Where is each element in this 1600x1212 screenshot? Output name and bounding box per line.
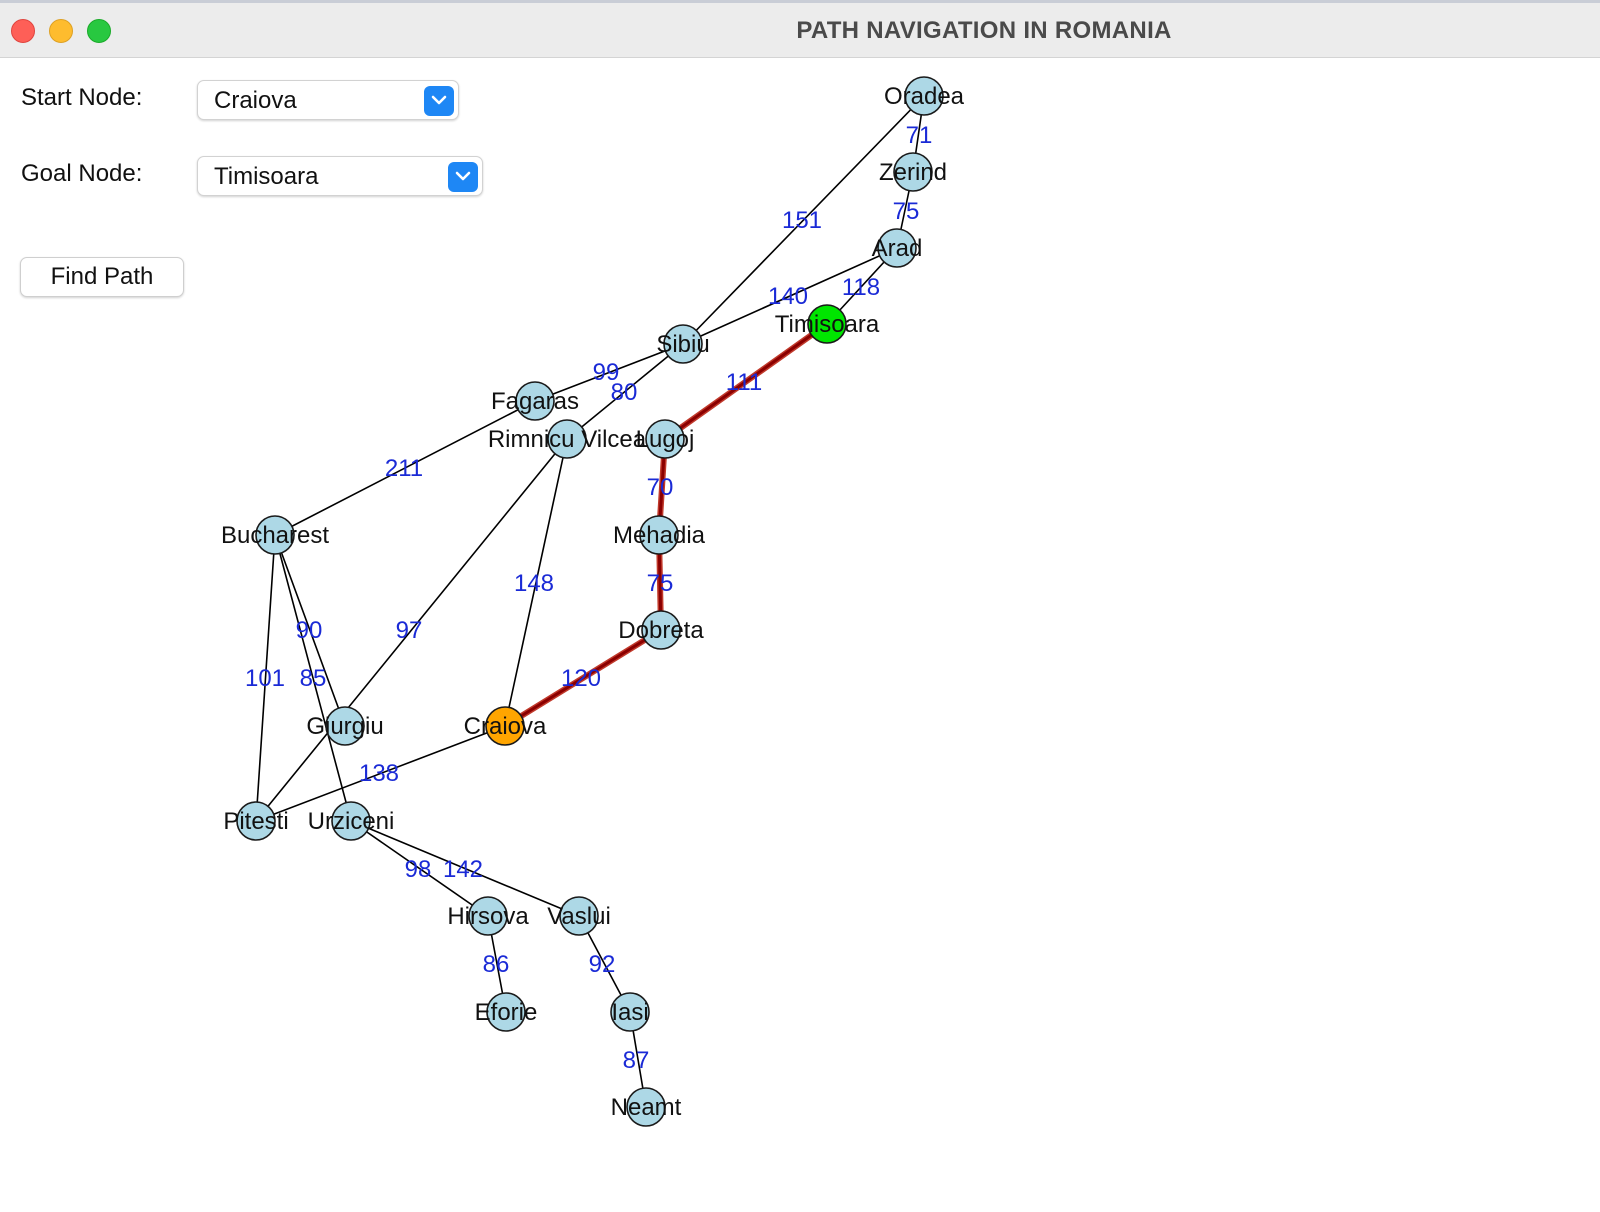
node-label-timisoara: Timisoara xyxy=(775,311,880,338)
edge-weight-mehadia-dobreta: 75 xyxy=(647,570,674,597)
node-label-hirsova: Hirsova xyxy=(447,903,529,930)
node-label-lugoj: Lugoj xyxy=(636,426,695,453)
edge-weight-iasi-neamt: 87 xyxy=(623,1047,650,1074)
node-lugoj[interactable] xyxy=(645,419,685,459)
maximize-window-button[interactable] xyxy=(87,19,111,43)
node-fagaras[interactable] xyxy=(515,381,555,421)
edge-weight-lugoj-mehadia: 70 xyxy=(647,474,674,501)
edge-weight-fagaras-bucharest: 211 xyxy=(385,455,423,482)
edge-rimnicu-vilcea-craiova xyxy=(504,438,568,727)
node-label-mehadia: Mehadia xyxy=(613,522,706,549)
node-label-rimnicu-vilcea: Rimnicu Vilcea xyxy=(488,426,647,453)
close-window-button[interactable] xyxy=(11,19,35,43)
node-vaslui[interactable] xyxy=(559,896,599,936)
chevron-down-icon xyxy=(424,86,454,116)
node-sibiu[interactable] xyxy=(663,324,703,364)
node-labels-group: OradeaZerindAradTimisoaraSibiuFagarasRim… xyxy=(221,83,965,1121)
path-edge-dobreta-craiova xyxy=(503,628,663,728)
node-timisoara[interactable] xyxy=(807,304,847,344)
edge-oradea-sibiu xyxy=(682,95,925,345)
node-eforie[interactable] xyxy=(486,992,526,1032)
start-node-label: Start Node: xyxy=(21,84,143,111)
node-dobreta[interactable] xyxy=(641,610,681,650)
edge-weight-rimnicu-vilcea-pitesti: 97 xyxy=(396,617,423,644)
node-bucharest[interactable] xyxy=(255,515,295,555)
node-label-craiova: Craiova xyxy=(464,713,547,740)
node-label-vaslui: Vaslui xyxy=(547,903,611,930)
chevron-down-icon xyxy=(448,162,478,192)
node-neamt[interactable] xyxy=(626,1087,666,1127)
window-top-edge xyxy=(0,0,1600,3)
goal-node-value: Timisoara xyxy=(214,163,319,190)
edge-urziceni-hirsova xyxy=(350,820,489,917)
edge-sibiu-rimnicu-vilcea xyxy=(566,343,684,440)
node-giurgiu[interactable] xyxy=(325,706,365,746)
edges-group xyxy=(255,95,925,1108)
node-label-urziceni: Urziceni xyxy=(308,808,395,835)
edge-weight-vaslui-iasi: 92 xyxy=(589,951,616,978)
node-zerind[interactable] xyxy=(893,152,933,192)
edge-weight-bucharest-urziceni: 85 xyxy=(300,665,327,692)
node-label-bucharest: Bucharest xyxy=(221,522,329,549)
edge-urziceni-vaslui xyxy=(350,820,580,917)
node-oradea[interactable] xyxy=(904,76,944,116)
node-label-fagaras: Fagaras xyxy=(491,388,579,415)
edge-bucharest-pitesti xyxy=(255,534,276,822)
edge-weight-rimnicu-vilcea-craiova: 148 xyxy=(514,570,554,597)
node-rimnicu-vilcea[interactable] xyxy=(547,419,587,459)
node-label-zerind: Zerind xyxy=(879,159,947,186)
node-label-iasi: Iasi xyxy=(611,999,648,1026)
node-label-dobreta: Dobreta xyxy=(618,617,704,644)
node-iasi[interactable] xyxy=(610,992,650,1032)
edge-weight-urziceni-hirsova: 98 xyxy=(405,856,432,883)
node-mehadia[interactable] xyxy=(639,515,679,555)
edge-weight-bucharest-giurgiu: 90 xyxy=(296,617,323,644)
node-label-pitesti: Pitesti xyxy=(223,808,288,835)
edge-arad-sibiu xyxy=(682,247,898,345)
node-craiova[interactable] xyxy=(485,706,525,746)
node-arad[interactable] xyxy=(877,228,917,268)
edge-bucharest-urziceni xyxy=(274,534,352,822)
edge-weight-sibiu-rimnicu-vilcea: 80 xyxy=(611,379,638,406)
edge-weight-hirsova-eforie: 86 xyxy=(483,951,510,978)
node-hirsova[interactable] xyxy=(468,896,508,936)
edge-weight-arad-sibiu: 140 xyxy=(768,283,808,310)
node-label-oradea: Oradea xyxy=(884,83,965,110)
node-label-eforie: Eforie xyxy=(475,999,538,1026)
edge-weight-sibiu-fagaras: 99 xyxy=(593,359,620,386)
edge-weight-zerind-arad: 75 xyxy=(893,198,920,225)
edge-fagaras-bucharest xyxy=(274,400,536,536)
edge-weight-urziceni-vaslui: 142 xyxy=(443,856,483,883)
window-title: PATH NAVIGATION IN ROMANIA xyxy=(796,17,1172,44)
find-path-button[interactable]: Find Path xyxy=(20,257,184,297)
goal-node-label: Goal Node: xyxy=(21,160,143,187)
start-node-select[interactable]: Craiova xyxy=(197,80,459,120)
minimize-window-button[interactable] xyxy=(49,19,73,43)
edge-weight-arad-timisoara: 118 xyxy=(842,274,880,301)
path-edge-timisoara-lugoj xyxy=(663,322,829,441)
edge-craiova-pitesti xyxy=(255,725,506,822)
goal-node-select[interactable]: Timisoara xyxy=(197,156,483,196)
title-bar: PATH NAVIGATION IN ROMANIA xyxy=(0,3,1600,58)
node-label-giurgiu: Giurgiu xyxy=(306,713,383,740)
edge-bucharest-giurgiu xyxy=(274,534,346,727)
node-urziceni[interactable] xyxy=(331,801,371,841)
node-label-sibiu: Sibiu xyxy=(656,331,709,358)
node-pitesti[interactable] xyxy=(236,801,276,841)
edge-sibiu-fagaras xyxy=(534,343,684,402)
edge-weight-craiova-pitesti: 138 xyxy=(359,760,399,787)
edge-weight-timisoara-lugoj: 111 xyxy=(726,369,762,396)
edge-weight-oradea-zerind: 71 xyxy=(906,122,933,149)
edge-weight-bucharest-pitesti: 101 xyxy=(245,665,285,692)
edge-weight-dobreta-craiova: 120 xyxy=(561,665,601,692)
edge-rimnicu-vilcea-pitesti xyxy=(255,438,568,822)
node-label-arad: Arad xyxy=(872,235,923,262)
start-node-value: Craiova xyxy=(214,87,297,114)
node-label-neamt: Neamt xyxy=(611,1094,682,1121)
edge-weight-oradea-sibiu: 151 xyxy=(782,207,822,234)
nodes-group xyxy=(236,76,944,1127)
